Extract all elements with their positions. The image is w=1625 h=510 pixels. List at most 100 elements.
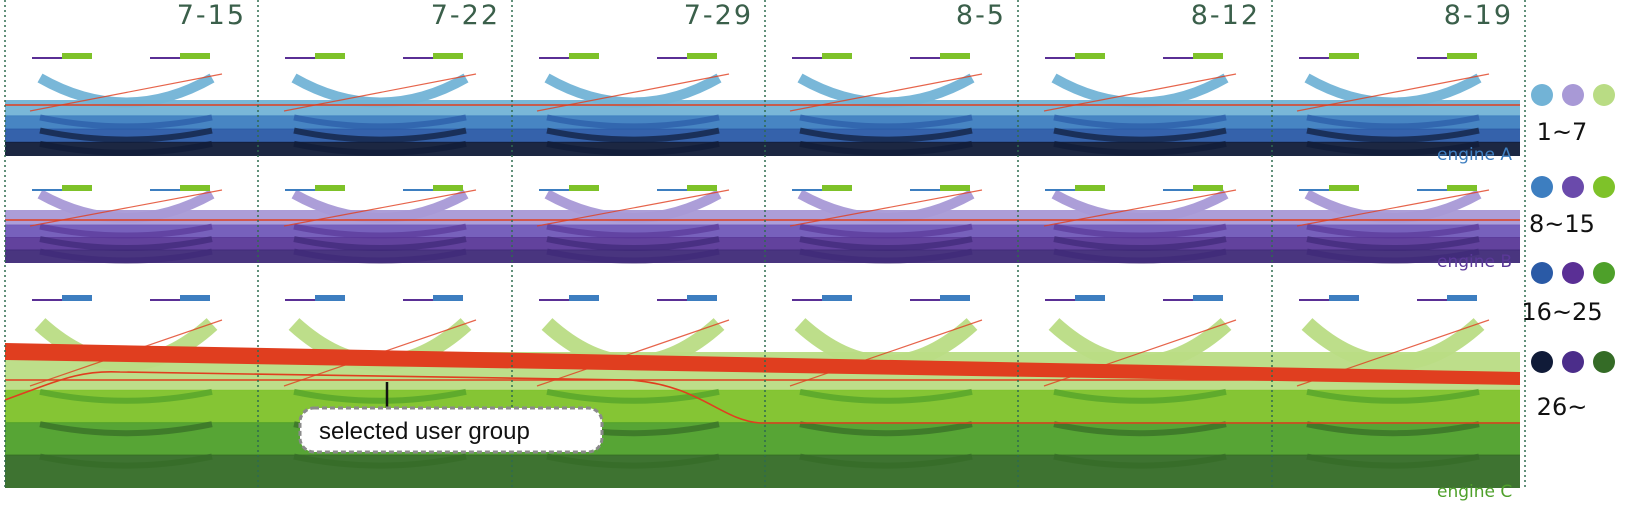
inner-arc-4-3: [799, 453, 973, 469]
mini-bar-right-0-1-0: [315, 53, 345, 59]
flow-arc-2: [291, 189, 469, 223]
mini-bar-left-1-0-1: [150, 189, 180, 191]
mini-bar-left-2-5-1: [1417, 299, 1447, 301]
band-4: [5, 141, 1520, 156]
flow-arc-6: [1301, 318, 1485, 371]
band-4: [5, 249, 1520, 263]
mini-bar-left-1-3-0: [792, 189, 822, 191]
mini-bar-left-1-2-1: [657, 189, 687, 191]
engine-a-stream: [5, 73, 1520, 156]
engine-label-a: engine A: [1437, 145, 1512, 165]
legend-swatch-1-1: [1531, 84, 1553, 106]
legend-swatch-3-1: [1531, 262, 1553, 284]
mini-bar-left-1-3-1: [910, 189, 940, 191]
mini-bar-right-0-5-1: [1447, 53, 1477, 59]
inner-arc-6-3: [1306, 453, 1480, 469]
date-label-1: 7-15: [177, 0, 246, 31]
inner-arc-4-2: [799, 127, 973, 143]
mini-bar-left-2-3-0: [792, 299, 822, 301]
date-label-4: 8-5: [956, 0, 1006, 31]
mini-bar-right-2-5-1: [1447, 295, 1477, 301]
mini-bar-right-0-3-0: [822, 53, 852, 59]
selected-user-group-flow[interactable]: [4, 343, 1520, 424]
mini-bar-right-0-4-0: [1075, 53, 1105, 59]
mini-bar-left-2-2-0: [539, 299, 569, 301]
callout-text: selected user group: [319, 418, 530, 445]
mini-bar-left-1-4-1: [1163, 189, 1193, 191]
mini-bar-right-0-3-1: [940, 53, 970, 59]
mini-bar-right-1-5-0: [1329, 185, 1359, 191]
legend-swatch-2-3: [1593, 176, 1615, 198]
mini-bar-left-0-3-1: [910, 57, 940, 59]
flow-arc-4: [797, 73, 975, 108]
inner-arc-1-2: [39, 421, 213, 437]
selected-group-band[interactable]: [5, 343, 1520, 385]
legend-swatch-4-2: [1562, 351, 1584, 373]
inner-arc-1-1: [39, 114, 213, 130]
inner-arc-2-3: [293, 140, 467, 156]
inner-arc-5-3: [1053, 140, 1227, 156]
inner-arc-1-3: [39, 248, 213, 264]
inner-arc-6-3: [1306, 140, 1480, 156]
inner-arc-1-1: [39, 223, 213, 239]
mini-bar-right-2-5-0: [1329, 295, 1359, 301]
inner-arc-3-3: [546, 453, 720, 469]
selected-user-group-callout[interactable]: selected user group: [298, 382, 604, 454]
inner-arc-2-3: [293, 453, 467, 469]
mini-bar-left-2-2-1: [657, 299, 687, 301]
mini-bar-left-1-1-1: [403, 189, 433, 191]
mini-bar-right-2-2-1: [687, 295, 717, 301]
mini-bar-right-1-3-0: [822, 185, 852, 191]
legend-swatch-4-1: [1531, 351, 1553, 373]
inner-arc-5-3: [1053, 453, 1227, 469]
selected-group-branch[interactable]: [4, 370, 1520, 424]
mini-bar-right-0-1-1: [433, 53, 463, 59]
inner-arc-3-3: [546, 140, 720, 156]
mini-bar-right-1-2-0: [569, 185, 599, 191]
flow-arc-6: [1304, 189, 1482, 223]
engine-c-stream: [5, 318, 1520, 488]
flow-arc-3: [544, 189, 722, 223]
legend-swatch-2-1: [1531, 176, 1553, 198]
legend-swatch-3-3: [1593, 262, 1615, 284]
band-1: [5, 100, 1520, 117]
selected-thin-link-4: [789, 319, 983, 387]
legend-swatch-1-2: [1562, 84, 1584, 106]
mini-bar-left-0-0-0: [32, 57, 62, 59]
inner-arc-5-2: [1053, 421, 1227, 437]
flow-arc-1: [37, 73, 215, 108]
mini-bar-left-0-4-0: [1045, 57, 1075, 59]
mini-bar-right-1-4-1: [1193, 185, 1223, 191]
mini-bar-right-1-1-1: [433, 185, 463, 191]
mini-bar-left-0-2-1: [657, 57, 687, 59]
inner-arc-5-1: [1053, 388, 1227, 404]
inner-arc-2-2: [293, 127, 467, 143]
mini-bar-right-2-0-1: [180, 295, 210, 301]
band-3: [5, 422, 1520, 456]
inner-arc-1-3: [39, 140, 213, 156]
band-2: [5, 389, 1520, 424]
inner-arc-6-1: [1306, 388, 1480, 404]
band-4: [5, 454, 1520, 488]
inner-arc-4-1: [799, 223, 973, 239]
inner-arc-4-1: [799, 388, 973, 404]
mini-bar-right-1-1-0: [315, 185, 345, 191]
flow-arc-4: [797, 189, 975, 223]
inner-arc-6-1: [1306, 114, 1480, 130]
flow-arc-5: [1048, 318, 1232, 371]
callout-box: [298, 406, 604, 454]
mini-bar-left-2-0-1: [150, 299, 180, 301]
mini-bar-left-2-4-0: [1045, 299, 1075, 301]
inner-arc-1-2: [39, 127, 213, 143]
inner-arc-5-3: [1053, 248, 1227, 264]
inner-arc-2-2: [293, 236, 467, 252]
flow-arc-6: [1304, 73, 1482, 108]
legend-swatch-4-3: [1593, 351, 1615, 373]
inner-arc-4-2: [799, 236, 973, 252]
band-2: [5, 224, 1520, 239]
date-label-5: 8-12: [1191, 0, 1260, 31]
mini-bar-left-0-2-0: [539, 57, 569, 59]
week-dividers: [4, 0, 1526, 487]
